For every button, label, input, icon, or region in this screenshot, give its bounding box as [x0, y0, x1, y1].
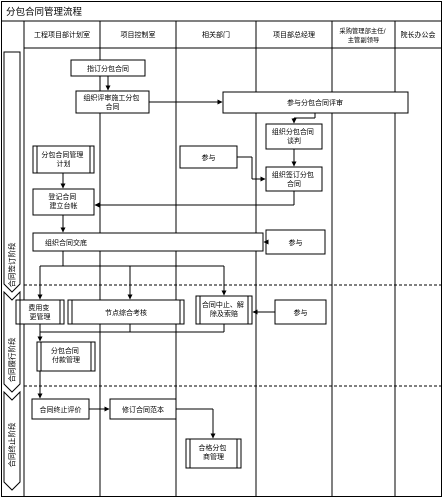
box-org-handover	[32, 232, 264, 252]
node-node-assessment: 节点综合考核	[105, 308, 147, 317]
page-title: 分包合同管理流程	[6, 6, 83, 18]
box-register-ledger	[32, 188, 95, 216]
lane-header-related: 相关部门	[202, 30, 230, 39]
doc-markers	[19, 146, 249, 468]
node-participate-2: 参与	[289, 238, 303, 247]
lane-header-procurement: 采购管理部主任/ 主管副领导	[339, 26, 387, 44]
node-cost-change: 费用变 更管理	[28, 303, 51, 321]
box-participate-2	[265, 229, 326, 255]
box-org-signing	[265, 166, 323, 192]
phase-label-sign: 合同签订阶段	[7, 242, 17, 287]
node-participate-review: 参与分包合同评审	[287, 98, 343, 107]
node-contract-plan: 分包合同管理 计划	[41, 150, 85, 168]
lane-header-gm: 项目部总经理	[273, 30, 315, 39]
node-org-negotiation: 组织分包合同 谈判	[272, 127, 316, 145]
box-payment-mgmt	[36, 341, 96, 372]
node-sign-subcontract: 指订分包合同	[87, 64, 129, 73]
node-suspend-terminate: 合同中止、解 除及索赔	[202, 300, 246, 318]
box-node-assessment	[67, 299, 185, 325]
node-org-review-prep: 组织评审施工分包 合同	[83, 93, 141, 111]
node-register-ledger: 登记合同 建立台帐	[48, 192, 78, 210]
node-payment-mgmt: 分包合同 付款管理	[51, 346, 81, 364]
box-cost-change	[15, 299, 65, 325]
node-participate-1: 参与	[202, 153, 216, 162]
node-org-handover: 组织合同交底	[45, 238, 87, 247]
connectors	[37, 76, 316, 439]
phase-chevrons	[3, 51, 21, 491]
node-participate-3: 参与	[294, 308, 308, 317]
node-org-signing: 组织签订分包 合同	[272, 170, 316, 188]
lane-header-president: 院长办公会	[401, 30, 436, 39]
lane-header-planning: 工程项目部计划室	[34, 30, 90, 39]
node-termination-eval: 合同终止评价	[40, 405, 82, 414]
node-qualified-mgmt: 合格分包 商管理	[198, 443, 228, 461]
box-qualified-mgmt	[185, 438, 242, 469]
phase-separators	[24, 284, 442, 387]
node-revise-template: 修订合同范本	[122, 405, 164, 414]
lane-header-control: 项目控制室	[121, 30, 156, 39]
phase-label-terminate: 合同终止阶段	[7, 422, 17, 467]
phase-label-perform: 合同履行阶段	[7, 337, 17, 382]
